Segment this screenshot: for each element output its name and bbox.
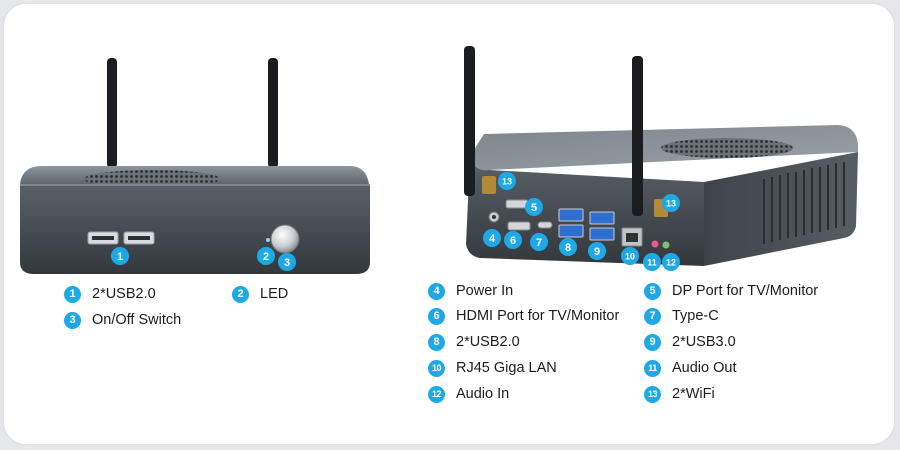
legend-label: Power In — [456, 283, 514, 299]
rear-antenna-right — [632, 56, 643, 216]
rear-device — [464, 46, 858, 266]
rear-ports — [488, 199, 670, 249]
legend-label: 2*USB3.0 — [672, 334, 736, 350]
legend-label: On/Off Switch — [92, 312, 182, 328]
legend-label: HDMI Port for TV/Monitor — [456, 308, 620, 324]
legend-label: 2*USB2.0 — [92, 286, 156, 302]
badge-13: 13 — [644, 385, 661, 403]
led-indicator — [266, 238, 270, 242]
legend-item-wifi: 13 2*WiFi — [644, 384, 715, 404]
svg-text:6: 6 — [510, 235, 516, 247]
svg-text:10: 10 — [625, 252, 635, 262]
svg-text:3: 3 — [284, 257, 290, 269]
legend-item-power-in: 4 Power In — [428, 281, 513, 301]
legend-item-onoff: 3 On/Off Switch — [64, 310, 181, 330]
svg-text:13: 13 — [666, 199, 676, 209]
legend-label: RJ45 Giga LAN — [456, 360, 557, 376]
badge-5: 5 — [644, 282, 661, 300]
front-badges: 1 2 3 — [111, 247, 296, 271]
badge-3: 3 — [64, 311, 81, 329]
badge-2: 2 — [232, 285, 249, 303]
svg-text:12: 12 — [666, 258, 676, 268]
svg-text:7: 7 — [536, 237, 542, 249]
rear-vent-grille — [661, 138, 793, 158]
vent-grille — [84, 170, 220, 188]
badge-12: 12 — [428, 385, 445, 403]
rear-antenna-left — [464, 46, 475, 196]
badge-6: 6 — [428, 307, 445, 325]
legend-label: Audio Out — [672, 360, 737, 376]
power-button — [270, 224, 300, 254]
svg-text:9: 9 — [594, 246, 600, 258]
svg-text:11: 11 — [647, 258, 657, 268]
antenna-right — [268, 58, 278, 168]
front-device — [20, 58, 370, 274]
badge-8: 8 — [428, 333, 445, 351]
legend-label: Audio In — [456, 386, 510, 402]
legend-item-led: 2 LED — [232, 284, 288, 304]
product-card: 1 2 3 — [4, 4, 894, 444]
legend-item-dp-port: 5 DP Port for TV/Monitor — [644, 281, 818, 301]
legend-label: 2*USB2.0 — [456, 334, 520, 350]
svg-text:1: 1 — [117, 251, 123, 263]
legend-item-usb2-rear: 8 2*USB2.0 — [428, 332, 520, 352]
svg-text:13: 13 — [502, 177, 512, 187]
rear-badges: 4 5 6 7 8 9 10 11 12 13 13 — [483, 172, 680, 271]
product-illustration: 1 2 3 — [20, 46, 858, 274]
legend-item-rj45: 10 RJ45 Giga LAN — [428, 358, 557, 378]
svg-text:5: 5 — [531, 202, 537, 214]
legend-label: DP Port for TV/Monitor — [672, 283, 819, 299]
antenna-left — [107, 58, 117, 168]
legend-label: LED — [260, 286, 289, 302]
badge-7: 7 — [644, 307, 661, 325]
front-usb-ports — [87, 231, 155, 245]
side-vents — [763, 162, 845, 244]
svg-text:2: 2 — [263, 251, 269, 263]
svg-text:8: 8 — [565, 242, 571, 254]
legend-item-usb3: 9 2*USB3.0 — [644, 332, 736, 352]
svg-text:4: 4 — [489, 233, 496, 245]
badge-4: 4 — [428, 282, 445, 300]
legend-item-type-c: 7 Type-C — [644, 306, 719, 326]
legend-item-hdmi-port: 6 HDMI Port for TV/Monitor — [428, 306, 619, 326]
legend-label: 2*WiFi — [672, 386, 715, 402]
legend-item-usb2-front: 1 2*USB2.0 — [64, 284, 156, 304]
legend-item-audio-in: 12 Audio In — [428, 384, 509, 404]
badge-9: 9 — [644, 333, 661, 351]
badge-10: 10 — [428, 359, 445, 377]
legend-item-audio-out: 11 Audio Out — [644, 358, 737, 378]
badge-11: 11 — [644, 359, 661, 377]
legend-label: Type-C — [672, 308, 719, 324]
badge-1: 1 — [64, 285, 81, 303]
